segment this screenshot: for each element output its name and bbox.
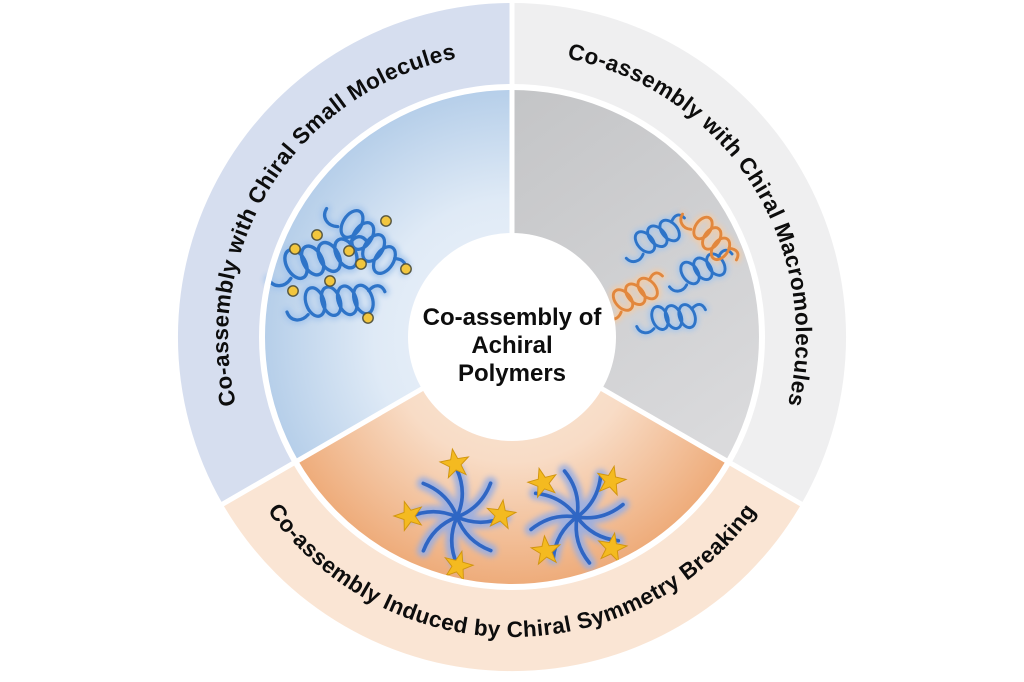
small-molecule-dot-icon [287,285,299,297]
center-title-line3: Polymers [458,360,566,387]
small-molecule-dot-icon [289,243,301,255]
center-title-line1: Co-assembly of [423,304,603,331]
sector-ring-macromolecules [512,2,847,504]
center-title-line2: Achiral [471,332,552,359]
small-molecule-dot-icon [343,245,355,257]
sector-ring-small-molecules [177,2,512,504]
small-molecule-dot-icon [324,275,336,287]
center-title: Co-assembly of Achiral Polymers [423,304,603,387]
small-molecule-dot-icon [311,229,323,241]
sector-ring-symmetry-breaking [222,462,802,672]
small-molecule-dot-icon [400,263,412,275]
center-disc [408,233,616,441]
small-molecule-dot-icon [380,215,392,227]
small-molecules-illustration [263,192,411,324]
sector-dividers [207,0,817,590]
small-molecule-dot-icon [362,312,374,324]
small-molecule-dot-icon [355,258,367,270]
